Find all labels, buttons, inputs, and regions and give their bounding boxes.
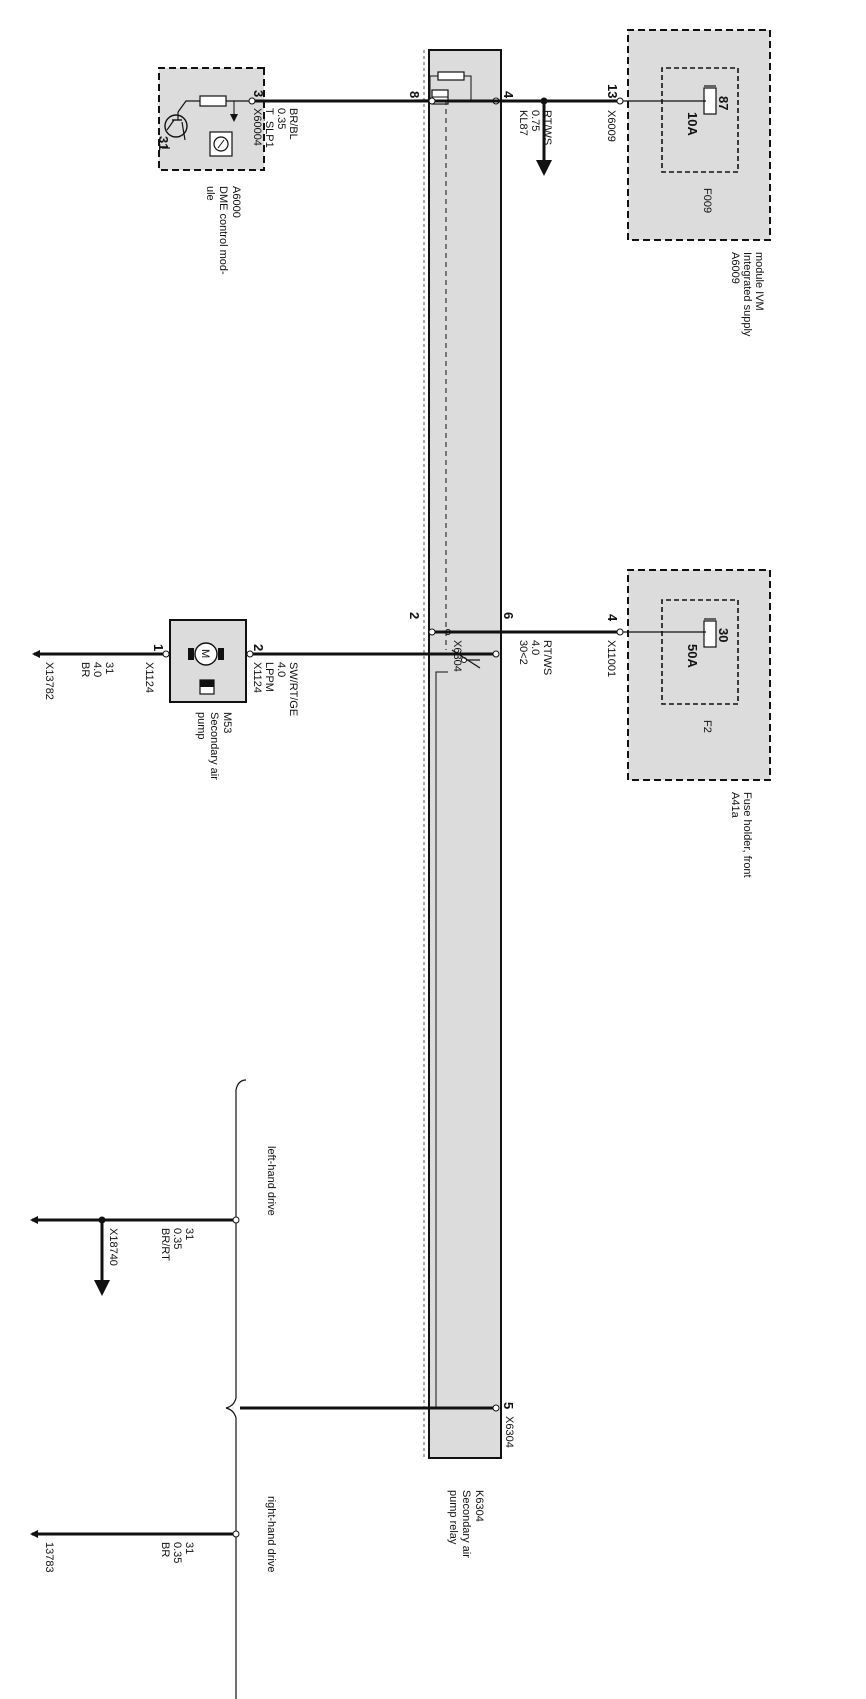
fuse-holder-rating: 50A [685,644,700,668]
pump-connector-ground: X1124 [143,662,155,693]
fuse-holder-connector: X11001 [605,640,617,677]
relay-pin-8: 8 [407,91,422,98]
fuse-holder-pin: 4 [605,614,620,622]
pump-id: M53 [221,712,233,733]
fuse-holder-id: A41a [729,792,741,819]
lhd-signal: 31 [183,1228,195,1240]
fuse-holder-box [627,569,771,781]
ivm-branch-arrow [536,160,552,176]
pump-name-1: Secondary air [208,712,220,780]
ivm-wire-signal: KL87 [517,110,529,136]
relay-name-2: pump relay [447,1490,459,1545]
fuse-wire-gauge: 4.0 [529,640,541,655]
motor-icon [194,642,218,666]
fuse-50a-icon [703,620,717,648]
relay-pin-2: 2 [407,612,422,619]
dme-name-2: ule [204,186,216,201]
rhd-signal: 31 [183,1542,195,1554]
dme-wire-signal: T_SLP1 [263,108,275,148]
ivm-wire-gauge: 0.75 [529,110,541,131]
dme-resistor [199,95,227,107]
ivm-pin: 13 [605,84,620,98]
pump-ground-signal: 31 [103,662,115,674]
ivm-id: A6009 [729,252,741,284]
lhd-ground-terminal [30,1216,38,1224]
pump-ground-gauge: 4.0 [91,662,103,677]
dme-wire-color: BR/BL [287,108,299,140]
integrated-supply-module: 87 10A F009 A6009 Integrated supply modu… [627,29,771,337]
relay-body [428,49,502,1459]
lhd-gauge: 0.35 [171,1228,183,1249]
fuse-holder-name: Fuse holder, front [741,792,753,878]
relay-pin-5: 5 [501,1402,516,1409]
ivm-fuse-terminal: 87 [716,96,731,110]
ivm-fuse-id: F009 [701,188,713,213]
dme-id: A6000 [230,186,242,218]
dme-box [158,67,265,171]
fuse-holder-front: 30 50A F2 A41a Fuse holder, front [627,569,771,878]
ivm-connector: X6009 [605,110,617,142]
fuse-wire-color: RT/WS [541,640,553,675]
pump-ground-color: BR [79,662,91,677]
relay-id: K6304 [473,1490,485,1522]
pump-wire-gauge: 4.0 [275,662,287,677]
dme-ground-label: 31 [156,136,171,150]
dme-connector: X60004 [251,108,263,146]
rhd-gauge: 0.35 [171,1542,183,1563]
ivm-fuse-rating: 10A [685,112,700,136]
lhd-label: left-hand drive [265,1146,277,1216]
ivm-fuse-box [661,67,739,173]
fuse-holder-terminal: 30 [716,628,731,642]
rhd-color: BR [159,1542,171,1557]
relay-pin-6: 6 [501,612,516,619]
lhd-branch-arrow [94,1280,110,1296]
lhd-connector: X18740 [107,1228,119,1266]
relay-ground-connector: X6304 [503,1416,515,1448]
lhd-color: BR/RT [159,1228,171,1261]
rhd-connector: 13783 [43,1542,55,1573]
relay-k6304: K6304 Secondary air pump relay [414,49,502,1558]
dme-pin: 3 [251,90,266,97]
relay-name-1: Secondary air [460,1490,472,1558]
ivm-name-2: module IVM [753,252,765,311]
drive-brace [225,1079,247,1699]
fuse-holder-fuse-id: F2 [701,720,713,733]
rhd-label: right-hand drive [265,1496,277,1572]
transistor-icon [164,114,188,138]
pump-name-2: pump [195,712,207,740]
pump-connector-relay: X1124 [251,662,263,693]
pump-ground-connector: X13782 [43,662,55,700]
relay-coil-resistor [437,71,465,81]
dme-control-module: 31 A6000 DME control mod- ule [156,67,265,275]
fuse-wire-signal: 30<2 [517,640,529,665]
rhd-ground-terminal [30,1530,38,1538]
pump-wire-color: SW/RT/GE [287,662,299,716]
fuse-relay-connector: X6304 [451,640,463,672]
pump-ground-terminal [32,650,40,658]
fuse-holder-inner [661,599,739,705]
pump-pin-relay: 2 [251,644,266,651]
ivm-name-1: Integrated supply [741,252,753,337]
ivm-wire-color: RT/WS [541,110,553,145]
relay-pin-4: 4 [501,91,516,99]
motor-symbol: M [199,649,211,658]
secondary-air-pump: M M53 Secondary air pump [169,619,247,780]
dme-name-1: DME control mod- [217,186,229,275]
pump-wire-signal: LPPM [263,662,275,692]
dme-wire-gauge: 0.35 [275,108,287,129]
ivm-box [627,29,771,241]
pump-pin-ground: 1 [151,644,166,651]
